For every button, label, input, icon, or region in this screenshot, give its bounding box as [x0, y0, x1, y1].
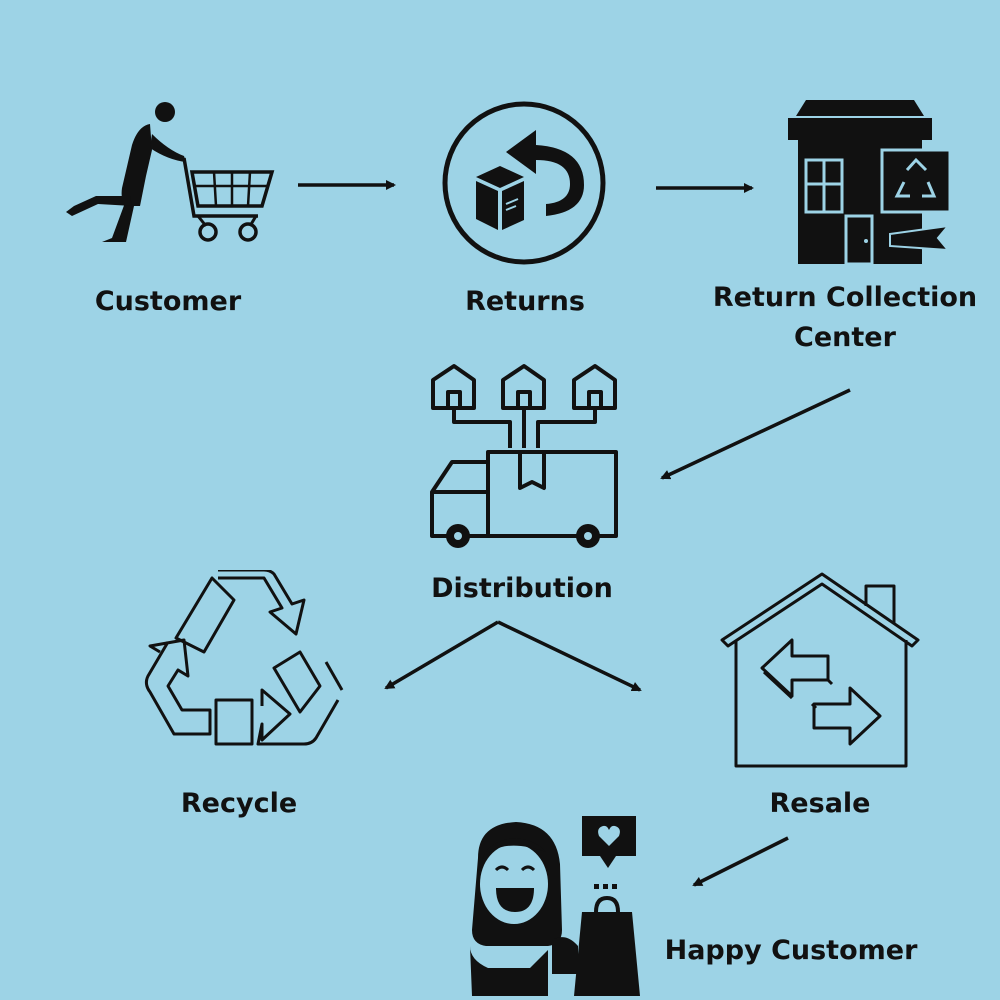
node-label-return-collection-center: Return Collection Center	[700, 278, 990, 358]
node-label-line2: Center	[794, 322, 896, 353]
arrow-resale-to-happy-customer	[692, 836, 789, 887]
house-exchange-arrows-icon	[720, 572, 920, 768]
node-label-distribution: Distribution	[431, 573, 613, 604]
node-label-recycle: Recycle	[180, 788, 298, 819]
box-return-arrow-icon	[442, 101, 606, 265]
recycling-center-building-icon	[788, 100, 950, 266]
node-label-line1: Return Collection	[712, 282, 978, 313]
arrow-distribution-to-resale	[497, 620, 642, 692]
arrow-center-to-distribution	[660, 388, 851, 480]
node-label-customer: Customer	[94, 286, 242, 317]
shopper-with-cart-icon	[66, 102, 275, 242]
node-label-returns: Returns	[465, 286, 585, 317]
happy-woman-shopping-bag-icon	[470, 816, 640, 996]
recycle-icon	[144, 570, 344, 746]
node-label-happy-customer: Happy Customer	[664, 935, 918, 966]
delivery-truck-distribution-icon	[430, 364, 618, 548]
arrow-distribution-to-recycle	[384, 620, 499, 690]
node-label-resale: Resale	[769, 788, 871, 819]
